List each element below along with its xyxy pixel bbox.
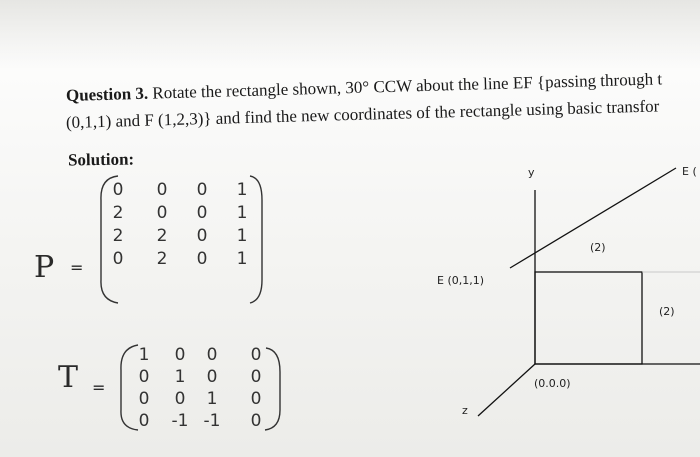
- matrix-p-cell: 0: [112, 249, 124, 269]
- matrix-p-cell: 0: [196, 249, 208, 269]
- side-dimension-label: (2): [659, 305, 675, 318]
- matrix-t-right-bracket: [264, 347, 281, 431]
- matrix-t-cell: 0: [250, 367, 262, 387]
- matrix-p-right-bracket: [249, 175, 263, 304]
- matrix-t-cell: 1: [206, 389, 218, 409]
- matrix-t-cell: -1: [203, 411, 221, 431]
- matrix-t-cell: 0: [250, 389, 262, 409]
- top-dimension-label: (2): [590, 241, 606, 254]
- matrix-p-left-bracket: [100, 175, 119, 304]
- matrix-p-cell: 2: [112, 203, 124, 223]
- matrix-p-cell: 0: [196, 180, 208, 200]
- matrix-t-cell: -1: [171, 411, 189, 431]
- matrix-t-cell: 0: [138, 367, 150, 387]
- matrix-t-cell: 0: [250, 345, 262, 365]
- matrix-t-cell: 0: [138, 389, 150, 409]
- matrix-p-cell: 0: [196, 203, 208, 223]
- matrix-p-cell: 1: [236, 249, 248, 269]
- matrix-t-cell: 0: [250, 411, 262, 431]
- matrix-t-cell: 0: [174, 389, 186, 409]
- matrix-p-name: P: [34, 250, 55, 285]
- matrix-t-left-bracket: [120, 344, 139, 431]
- origin-label: (0.0.0): [534, 377, 571, 390]
- matrix-t-name: T: [58, 360, 79, 395]
- matrix-t-cell: 1: [174, 367, 186, 387]
- rectangle: [534, 271, 643, 365]
- page-shadow: [0, 0, 700, 70]
- matrix-p-cell: 2: [112, 226, 124, 246]
- point-e-label: E (0,1,1): [437, 274, 485, 287]
- z-axis-label: z: [462, 404, 468, 417]
- matrix-t-cell: 0: [138, 411, 150, 431]
- z-axis: [477, 363, 536, 417]
- matrix-p-cell: 1: [236, 226, 248, 246]
- matrix-p-cell: 2: [156, 249, 168, 269]
- matrix-p-cell: 0: [156, 203, 168, 223]
- matrix-p-cell: 2: [156, 226, 168, 246]
- matrix-p-cell: 0: [156, 180, 168, 200]
- matrix-p-cell: 0: [196, 226, 208, 246]
- matrix-p-cell: 1: [236, 180, 248, 200]
- matrix-p-equals: =: [70, 258, 84, 277]
- e-edge-label: E (: [682, 165, 697, 178]
- matrix-t-equals: =: [92, 378, 106, 397]
- matrix-p-cell: 1: [236, 203, 248, 223]
- matrix-t-cell: 0: [174, 345, 186, 365]
- y-axis-label: y: [528, 166, 535, 179]
- matrix-t-cell: 0: [206, 345, 218, 365]
- line-ef: [509, 167, 677, 269]
- matrix-t-cell: 0: [206, 367, 218, 387]
- matrix-t-cell: 1: [138, 345, 150, 365]
- matrix-p-cell: 0: [112, 180, 124, 200]
